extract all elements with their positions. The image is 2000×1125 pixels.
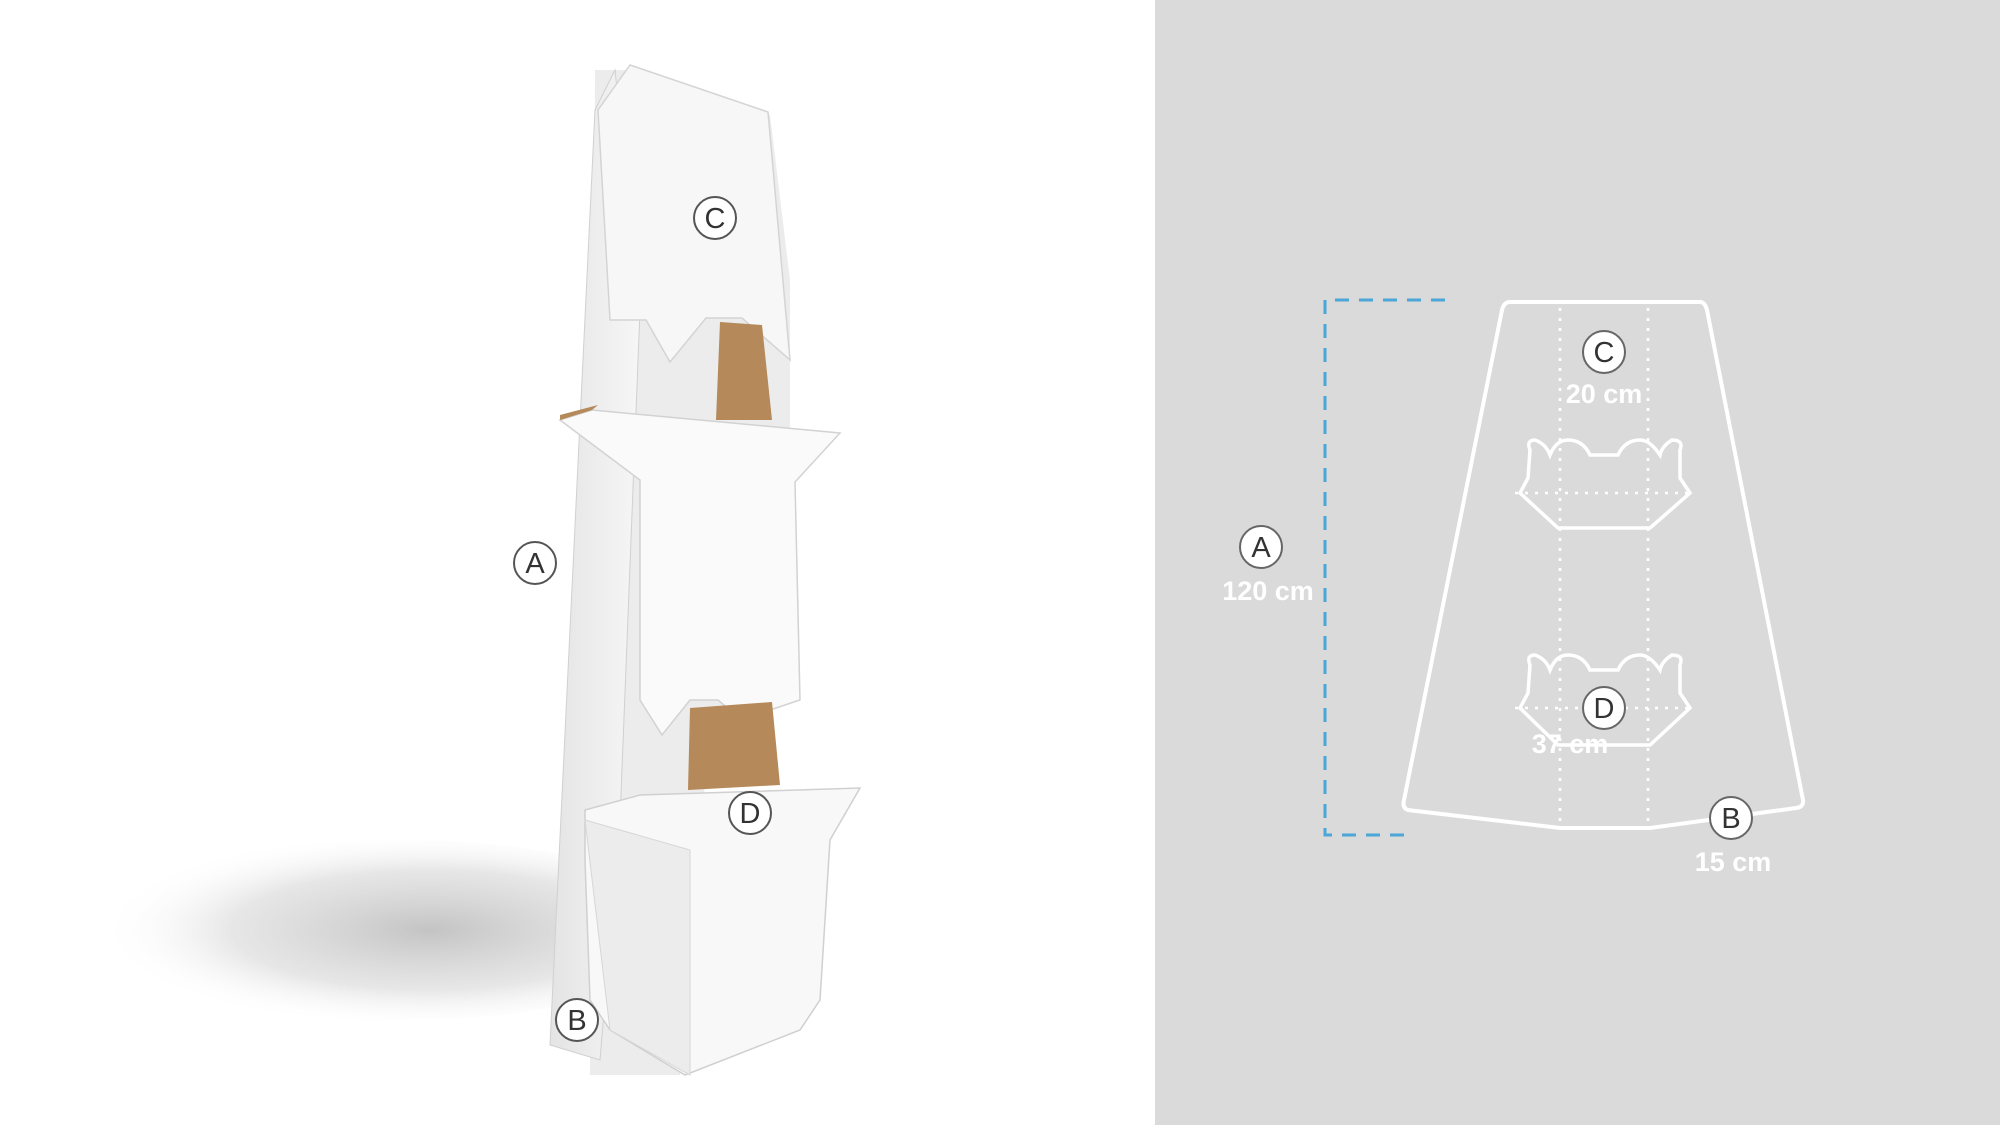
photo-marker-b: B bbox=[555, 998, 599, 1042]
product-photo: C A D B bbox=[100, 64, 862, 1076]
photo-marker-d: D bbox=[728, 791, 772, 835]
photo-marker-c-label: C bbox=[705, 203, 726, 235]
product-photo-panel: C A D B bbox=[100, 64, 862, 1076]
photo-marker-a-label: A bbox=[525, 548, 545, 580]
diagram-marker-d-label: D bbox=[1594, 693, 1615, 725]
diagram-marker-c-label: C bbox=[1594, 337, 1615, 369]
stand-outline bbox=[1401, 300, 1806, 830]
measurement-b: 15 cm bbox=[1695, 847, 1772, 877]
dimension-diagram-panel: A 120 cm C 20 cm D 37 cm B 15 cm bbox=[1155, 0, 2000, 1125]
diagram-marker-c: C bbox=[1582, 330, 1626, 374]
diagram-marker-b-label: B bbox=[1721, 803, 1740, 835]
lower-shelf-side bbox=[584, 819, 691, 1076]
diagram-marker-d: D bbox=[1582, 686, 1626, 730]
dimension-diagram: A 120 cm C 20 cm D 37 cm B 15 cm bbox=[1222, 298, 1806, 877]
floor-shadow bbox=[100, 840, 700, 1020]
shelf-edge-top bbox=[560, 405, 598, 420]
diagram-marker-a: A bbox=[1239, 525, 1283, 569]
lower-cutout bbox=[1517, 653, 1693, 747]
cardboard-inner-bottom bbox=[688, 702, 780, 790]
height-guide-line bbox=[1323, 298, 1445, 837]
diagram-marker-b: B bbox=[1709, 796, 1753, 840]
photo-marker-d-label: D bbox=[740, 798, 761, 830]
measurement-d: 37 cm bbox=[1532, 729, 1609, 759]
measurement-a: 120 cm bbox=[1222, 576, 1314, 606]
photo-marker-b-label: B bbox=[567, 1005, 586, 1037]
cardboard-inner-top bbox=[716, 322, 772, 420]
photo-marker-a: A bbox=[513, 541, 557, 585]
diagram-marker-a-label: A bbox=[1251, 532, 1271, 564]
measurement-c: 20 cm bbox=[1566, 379, 1643, 409]
photo-marker-c: C bbox=[693, 196, 737, 240]
upper-cutout bbox=[1517, 438, 1693, 530]
